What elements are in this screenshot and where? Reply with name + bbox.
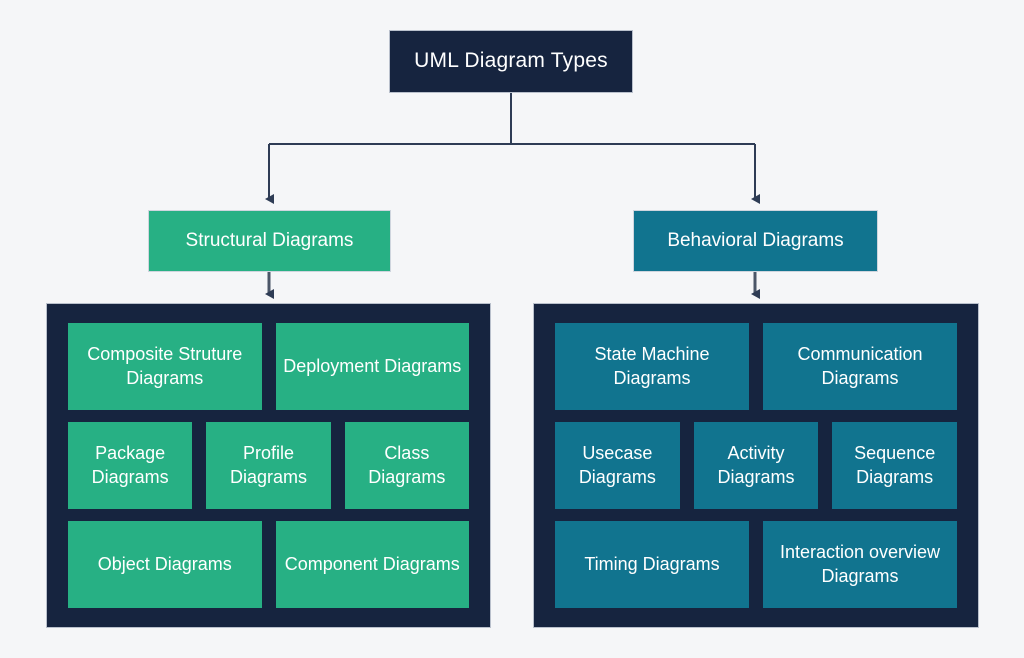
leaf-node-label: Component Diagrams (284, 553, 460, 574)
leaf-node-interaction-overview-diagrams[interactable]: Interaction overview Diagrams (763, 521, 957, 608)
group-panel-behavioral: State Machine Diagrams Communication Dia… (533, 303, 979, 628)
leaf-node-sequence-diagrams[interactable]: Sequence Diagrams (832, 422, 958, 509)
root-node-uml-diagram-types[interactable]: UML Diagram Types (389, 30, 633, 93)
group-row: State Machine Diagrams Communication Dia… (555, 323, 957, 410)
root-node-label: UML Diagram Types (414, 49, 608, 73)
leaf-node-usecase-diagrams[interactable]: Usecase Diagrams (555, 422, 680, 509)
leaf-node-activity-diagrams[interactable]: Activity Diagrams (693, 422, 819, 509)
leaf-node-label: Timing Diagrams (584, 553, 720, 574)
group-row: Usecase Diagrams Activity Diagrams Seque… (555, 422, 958, 509)
leaf-node-state-machine-diagrams[interactable]: State Machine Diagrams (555, 323, 749, 410)
leaf-node-label: Sequence Diagrams (854, 443, 936, 487)
leaf-node-label: Activity Diagrams (717, 443, 795, 487)
leaf-node-label: Deployment Diagrams (283, 355, 462, 376)
leaf-node-composite-struture-diagrams[interactable]: Composite Struture Diagrams (68, 323, 262, 410)
group-row: Package Diagrams Profile Diagrams Class … (68, 422, 469, 509)
branch-node-behavioral-diagrams[interactable]: Behavioral Diagrams (633, 210, 878, 272)
leaf-node-label: Communication Diagrams (797, 344, 923, 388)
leaf-node-package-diagrams[interactable]: Package Diagrams (68, 422, 193, 509)
group-row: Object Diagrams Component Diagrams (68, 521, 469, 608)
branch-node-structural-diagrams[interactable]: Structural Diagrams (148, 210, 391, 272)
leaf-node-profile-diagrams[interactable]: Profile Diagrams (206, 422, 331, 509)
leaf-node-label: Interaction overview Diagrams (779, 542, 941, 586)
leaf-node-component-diagrams[interactable]: Component Diagrams (275, 521, 469, 608)
leaf-node-label: Package Diagrams (91, 443, 169, 487)
leaf-node-label: Composite Struture Diagrams (87, 344, 243, 388)
leaf-node-class-diagrams[interactable]: Class Diagrams (344, 422, 469, 509)
group-panel-structural: Composite Struture Diagrams Deployment D… (46, 303, 491, 628)
group-row: Composite Struture Diagrams Deployment D… (68, 323, 469, 410)
leaf-node-label: Class Diagrams (368, 443, 446, 487)
branch-node-label: Behavioral Diagrams (667, 230, 844, 252)
group-row: Timing Diagrams Interaction overview Dia… (555, 521, 957, 608)
branch-node-label: Structural Diagrams (185, 230, 354, 252)
leaf-node-label: State Machine Diagrams (594, 344, 710, 388)
leaf-node-label: Profile Diagrams (229, 443, 307, 487)
leaf-node-object-diagrams[interactable]: Object Diagrams (68, 521, 262, 608)
leaf-node-deployment-diagrams[interactable]: Deployment Diagrams (275, 323, 469, 410)
leaf-node-communication-diagrams[interactable]: Communication Diagrams (763, 323, 957, 410)
leaf-node-timing-diagrams[interactable]: Timing Diagrams (555, 521, 749, 608)
leaf-node-label: Object Diagrams (97, 553, 232, 574)
leaf-node-label: Usecase Diagrams (578, 443, 656, 487)
